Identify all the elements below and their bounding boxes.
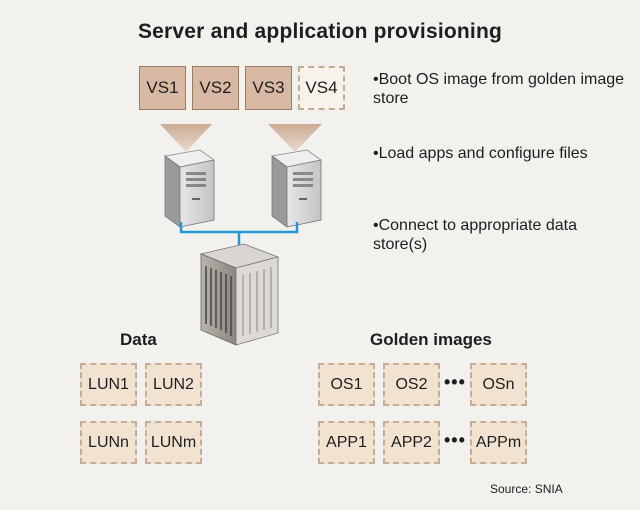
step-load-apps: •Load apps and configure files [373,145,588,162]
os-image-1: OS1 [318,363,375,406]
os-image-2: OS2 [383,363,440,406]
vs-box-2: VS2 [192,66,239,110]
lun-box-1: LUN1 [80,363,137,406]
lun-box-m: LUNm [145,421,202,464]
golden-images-heading: Golden images [370,330,492,349]
vs-box-4: VS4 [298,66,345,110]
source-credit: Source: SNIA [490,482,563,496]
lun-box-n: LUNn [80,421,137,464]
server-tower-icon [164,149,215,228]
diagram-title: Server and application provisioning [137,20,503,43]
server-tower-icon [271,149,322,228]
app-image-2: APP2 [383,421,440,464]
data-heading: Data [120,330,157,349]
storage-array-icon [199,243,280,346]
app-image-1: APP1 [318,421,375,464]
step-boot-os: •Boot OS image from golden image store [373,71,625,107]
vs-box-1: VS1 [139,66,186,110]
step-connect-store: •Connect to appropriate data store(s) [373,217,577,253]
projection-beam-icon [268,124,322,152]
app-image-m: APPm [470,421,527,464]
app-ellipsis: ••• [444,430,466,450]
os-ellipsis: ••• [444,372,466,392]
vs-box-3: VS3 [245,66,292,110]
lun-box-2: LUN2 [145,363,202,406]
projection-beam-icon [160,124,212,152]
os-image-n: OSn [470,363,527,406]
